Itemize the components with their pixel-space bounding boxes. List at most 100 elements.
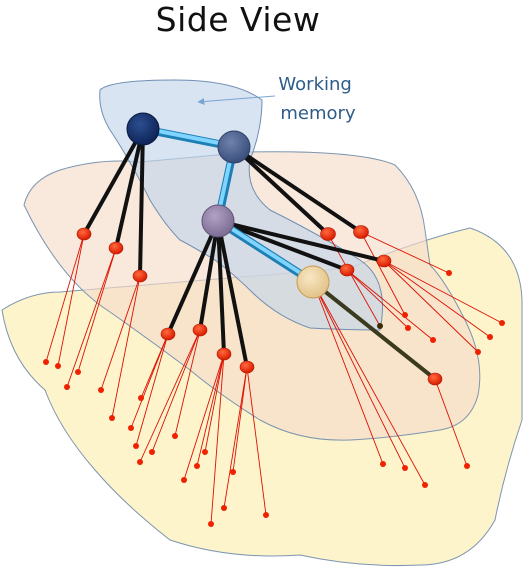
- terminal-dot: [430, 337, 436, 343]
- terminal-dot: [402, 312, 408, 318]
- terminal-dot: [181, 477, 187, 483]
- cue-node: [320, 227, 336, 241]
- terminal-dot: [55, 363, 61, 369]
- stem-line: [166, 219, 220, 336]
- stem-line: [138, 127, 145, 278]
- dendrite-line: [312, 281, 406, 469]
- dendrite-line: [312, 281, 426, 486]
- terminal-dot: [487, 334, 493, 340]
- terminal-dot: [499, 320, 505, 326]
- terminal-dot: [75, 369, 81, 375]
- hub-node-top: [126, 112, 160, 146]
- terminal-dot: [172, 433, 178, 439]
- dendrite-line: [66, 247, 117, 388]
- dendrite-line: [383, 260, 503, 324]
- dendrite-line: [100, 275, 141, 391]
- stem-line: [114, 127, 145, 250]
- stem-line: [216, 219, 249, 369]
- dendrite-line: [346, 269, 434, 341]
- stem-line: [82, 127, 145, 236]
- connection-bar-highlight: [216, 218, 315, 283]
- dendrite-line: [140, 333, 169, 399]
- dendrite-line: [111, 275, 141, 419]
- dendrite-line: [174, 329, 201, 437]
- terminal-dot: [194, 463, 200, 469]
- terminal-dot: [128, 425, 134, 431]
- hub-node-middle: [201, 204, 235, 238]
- cue-node: [353, 225, 369, 239]
- stem-lines: [82, 127, 386, 369]
- terminal-dots: [43, 270, 505, 527]
- terminal-dot: [43, 359, 49, 365]
- dendrite-line: [45, 233, 85, 363]
- cue-node: [239, 360, 255, 374]
- cue-node: [192, 323, 208, 337]
- terminal-dot: [402, 465, 408, 471]
- hub-node-lower: [296, 265, 330, 299]
- cue-node: [427, 372, 443, 386]
- terminal-dot: [64, 384, 70, 390]
- terminal-dot: [380, 461, 386, 467]
- terminal-dot: [221, 505, 227, 511]
- dendrite-line: [383, 260, 479, 353]
- terminal-dot: [422, 482, 428, 488]
- cue-node: [132, 269, 148, 283]
- dendrite-line: [246, 366, 267, 516]
- dendrite-line: [346, 269, 409, 329]
- dendrite-line: [360, 231, 450, 274]
- stem-line: [232, 145, 330, 236]
- cue-node: [376, 254, 392, 268]
- dendrite-line: [383, 260, 491, 338]
- working-memory-label: Working memory: [278, 74, 357, 124]
- terminal-dot: [138, 395, 144, 401]
- dendrite-line: [312, 281, 384, 465]
- terminal-dot: [405, 325, 411, 331]
- hub-node-right: [217, 130, 251, 164]
- terminal-dot: [464, 463, 470, 469]
- stem-line: [216, 219, 226, 356]
- cue-nodes: [76, 225, 443, 386]
- dendrite-line: [135, 333, 169, 447]
- terminal-dot: [98, 387, 104, 393]
- terminal-dot: [202, 449, 208, 455]
- dendrite-line: [151, 329, 201, 453]
- cue-node: [160, 327, 176, 341]
- stem-line: [216, 219, 349, 272]
- stem-line: [198, 219, 220, 332]
- terminal-dot: [230, 469, 236, 475]
- stem-line: [232, 145, 363, 234]
- cue-node: [108, 241, 124, 255]
- terminal-dot: [475, 349, 481, 355]
- terminal-dot: [109, 415, 115, 421]
- cue-node: [216, 347, 232, 361]
- terminal-dot: [137, 459, 143, 465]
- working-memory-arrow: [197, 95, 276, 105]
- terminal-dot: [377, 323, 383, 329]
- terminal-dot: [149, 449, 155, 455]
- dendrite-line: [360, 231, 406, 316]
- dendrite-line: [204, 353, 225, 453]
- dendrite-line: [223, 366, 248, 509]
- terminal-dot: [208, 521, 214, 527]
- stem-line-olive: [311, 280, 437, 381]
- dendrite-line: [196, 353, 225, 467]
- dendrite-lines: [45, 231, 503, 525]
- cue-node: [339, 263, 355, 277]
- terminal-dot: [446, 270, 452, 276]
- terminal-dot: [263, 512, 269, 518]
- working-memory-label-line1: Working: [278, 74, 351, 95]
- stem-line: [216, 219, 386, 263]
- dendrite-line: [210, 353, 225, 525]
- working-memory-label-line2: memory: [280, 103, 356, 124]
- dendrite-line: [232, 366, 248, 473]
- dendrite-line: [77, 247, 117, 373]
- dendrite-line: [57, 233, 85, 367]
- diagram-title: Side View: [155, 0, 321, 39]
- cue-node: [76, 227, 92, 241]
- terminal-dot: [133, 443, 139, 449]
- dendrite-line: [183, 353, 225, 481]
- dendrite-line: [434, 378, 468, 467]
- dendrite-line: [139, 329, 201, 463]
